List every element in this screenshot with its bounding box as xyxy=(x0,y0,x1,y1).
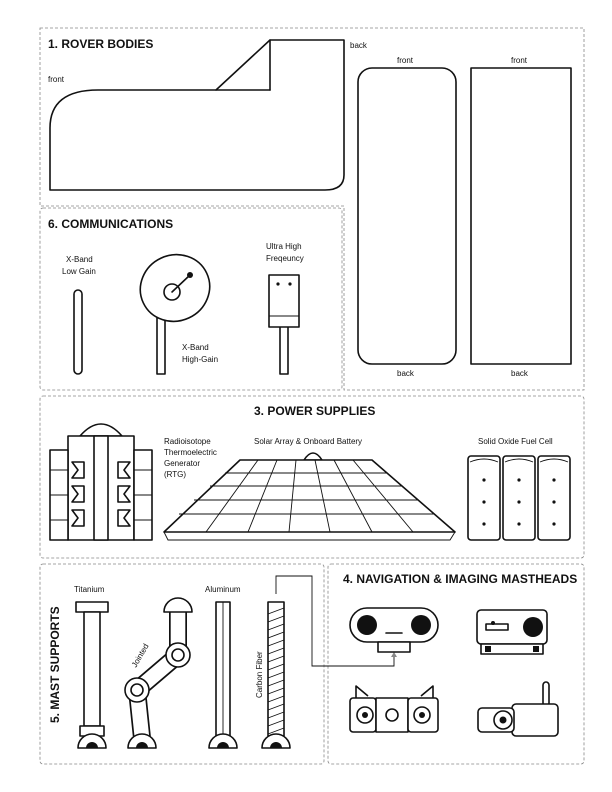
uhf-label-2: Freqeuncy xyxy=(266,254,304,263)
rtg-generator xyxy=(49,423,153,541)
carbon-fiber-label: Carbon Fiber xyxy=(255,651,264,698)
attach-connector-line xyxy=(275,575,395,667)
power-supplies-title: 3. POWER SUPPLIES xyxy=(254,404,375,418)
carbon-fiber-mast xyxy=(261,601,291,749)
body-side-front-label: front xyxy=(48,75,65,84)
power-supplies-border xyxy=(39,395,585,559)
uhf-antenna xyxy=(268,274,300,375)
solar-array-label: Solar Array & Onboard Battery xyxy=(254,437,362,446)
body-side-back-label: back xyxy=(350,41,368,50)
masthead-binocular-camera xyxy=(349,607,439,653)
jointed-mast xyxy=(124,597,193,749)
titanium-label: Titanium xyxy=(74,585,105,594)
uhf-label-1: Ultra High xyxy=(266,242,302,251)
mast-supports-border xyxy=(39,563,325,765)
xband-low-label-2: Low Gain xyxy=(62,267,96,276)
communications-title: 6. COMMUNICATIONS xyxy=(48,217,173,231)
aluminum-label: Aluminum xyxy=(205,585,241,594)
mast-supports-title: 5. MAST SUPPORTS xyxy=(48,606,62,723)
rtg-label-1: Radioisotope xyxy=(164,437,211,446)
xband-low-label-1: X-Band xyxy=(66,255,93,264)
titanium-mast xyxy=(75,601,109,749)
body-top-rounded-front-label: front xyxy=(397,56,414,65)
rtg-label-3: Generator xyxy=(164,459,200,468)
fuel-cell-label: Solid Oxide Fuel Cell xyxy=(478,437,553,446)
nav-mastheads-title: 4. NAVIGATION & IMAGING MASTHEADS xyxy=(343,572,577,586)
fuel-cell xyxy=(467,455,571,541)
xband-low-gain-antenna xyxy=(73,289,83,375)
masthead-eared-camera xyxy=(349,685,439,733)
rover-body-top-square xyxy=(470,67,572,365)
rtg-label-2: Thermoelectric xyxy=(164,448,217,457)
rtg-label-4: (RTG) xyxy=(164,470,186,479)
jointed-label: Jointed xyxy=(130,642,151,669)
attach-connector-arrow xyxy=(391,652,397,657)
communications-border xyxy=(39,207,343,391)
rover-bodies-title: 1. ROVER BODIES xyxy=(48,37,153,51)
masthead-antenna-camera xyxy=(477,681,559,737)
rover-body-top-rounded xyxy=(357,67,457,365)
aluminum-mast xyxy=(208,601,238,749)
body-top-square-front-label: front xyxy=(511,56,528,65)
body-top-square-back-label: back xyxy=(511,369,529,378)
masthead-box-camera xyxy=(476,609,548,655)
xband-high-label-1: X-Band xyxy=(182,343,209,352)
xband-high-gain-antenna xyxy=(139,253,211,375)
xband-high-label-2: High-Gain xyxy=(182,355,218,364)
body-top-rounded-back-label: back xyxy=(397,369,415,378)
rover-body-side xyxy=(49,39,345,191)
rover-bodies-border xyxy=(39,27,585,391)
nav-mastheads-border xyxy=(327,563,585,765)
solar-array xyxy=(163,452,456,541)
